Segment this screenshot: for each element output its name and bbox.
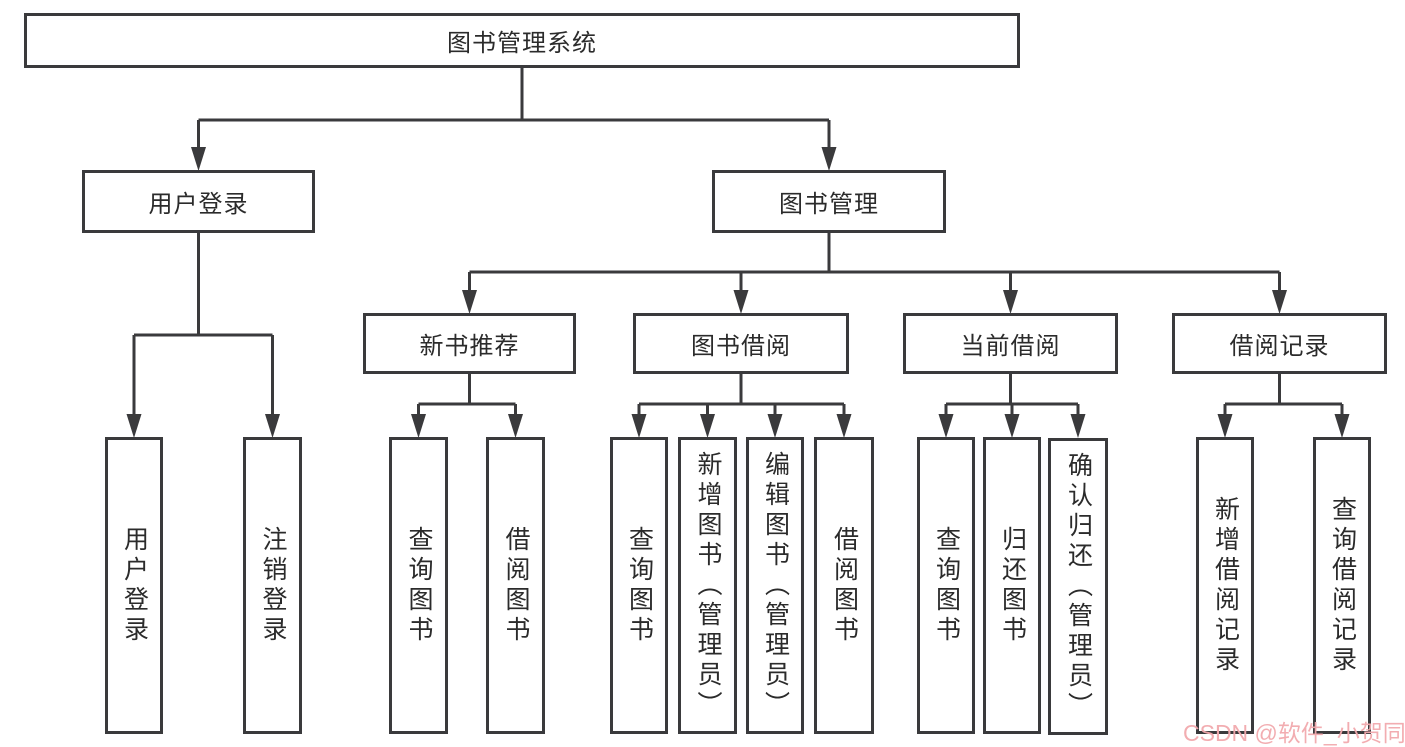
node-library-management-system: 图书管理系统 <box>24 13 1020 68</box>
arrowhead <box>411 414 426 438</box>
connector-userlogin-to-leaves <box>132 233 274 415</box>
arrowhead <box>821 147 837 171</box>
arrowhead <box>1070 414 1086 438</box>
arrowhead <box>1003 290 1018 314</box>
node-user-login: 用户登录 <box>82 170 315 233</box>
arrowhead <box>938 414 954 438</box>
leaf-bb-add-books-admin: 新增图书（管理员） <box>678 437 737 734</box>
connector-root-to-level2 <box>197 68 831 148</box>
arrowhead <box>767 414 783 438</box>
leaf-bb-edit-books-admin: 编辑图书（管理员） <box>746 437 804 734</box>
leaf-cb-query-books: 查询图书 <box>917 437 975 734</box>
leaf-user-login: 用户登录 <box>105 437 163 734</box>
arrowhead <box>462 290 477 314</box>
arrowhead <box>1334 414 1350 438</box>
node-current-borrowing: 当前借阅 <box>903 313 1118 374</box>
leaf-logout: 注销登录 <box>243 437 302 734</box>
csdn-watermark: CSDN @软件_小贺同学 <box>1183 720 1405 746</box>
leaf-bb-query-books: 查询图书 <box>610 437 668 734</box>
arrowhead <box>265 414 280 438</box>
arrowhead <box>508 414 523 438</box>
leaf-rec-query-books: 查询图书 <box>389 437 448 734</box>
node-borrowing-records: 借阅记录 <box>1172 313 1387 374</box>
connector-bookmgmt-to-level3 <box>468 233 1281 291</box>
connector-currentborrow-to-leaves <box>944 374 1080 415</box>
node-new-book-recommendation: 新书推荐 <box>363 313 576 374</box>
arrowhead <box>700 414 715 438</box>
connector-borrowrecords-to-leaves <box>1223 374 1344 415</box>
node-book-management: 图书管理 <box>712 170 946 233</box>
arrowhead <box>191 147 206 171</box>
arrowhead <box>126 414 142 438</box>
leaf-br-query-record: 查询借阅记录 <box>1313 437 1371 734</box>
leaf-cb-confirm-return-admin: 确认归还（管理员） <box>1048 438 1108 735</box>
node-book-borrowing: 图书借阅 <box>633 313 849 374</box>
arrowhead <box>733 290 749 314</box>
arrowhead <box>836 414 852 438</box>
arrowhead <box>1272 290 1287 314</box>
leaf-rec-borrow-books: 借阅图书 <box>486 437 545 734</box>
arrowhead <box>631 414 647 438</box>
connector-newbookrec-to-leaves <box>417 374 517 415</box>
leaf-br-add-record: 新增借阅记录 <box>1196 437 1254 734</box>
connector-bookborrow-to-leaves <box>637 374 846 415</box>
arrowhead <box>1217 414 1233 438</box>
leaf-cb-return-books: 归还图书 <box>983 437 1041 734</box>
leaf-bb-borrow-books: 借阅图书 <box>814 437 874 734</box>
arrowhead <box>1004 414 1020 438</box>
